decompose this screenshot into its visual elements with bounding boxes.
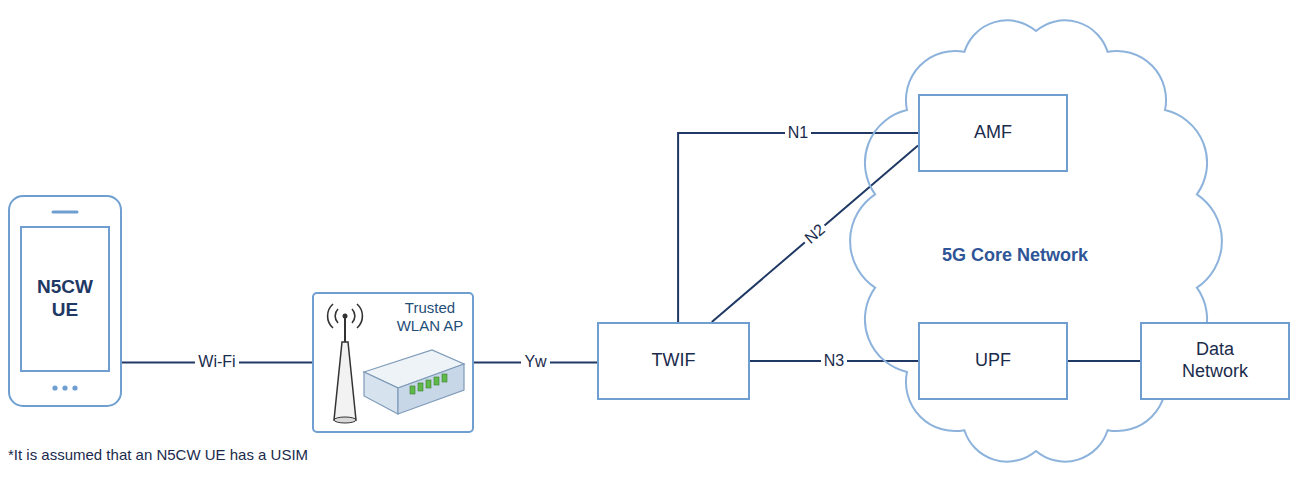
node-text: AMF (974, 122, 1012, 144)
node-text: TWIF (652, 350, 696, 372)
node-text: Trusted WLAN AP (390, 299, 470, 335)
node-text: UPF (975, 350, 1011, 372)
node-text: N5CW UE (22, 228, 108, 370)
process-box: Data Network (1140, 322, 1290, 400)
process-box: UPF (918, 322, 1068, 400)
interface-label: Wi-Fi (195, 353, 238, 371)
access-point-box: Trusted WLAN AP (312, 292, 474, 433)
interface-label: Yw (521, 353, 549, 371)
interface-label: N3 (821, 352, 847, 370)
node-text: Data Network (1173, 339, 1257, 382)
footnote: *It is assumed that an N5CW UE has a USI… (8, 446, 308, 463)
connector-line (712, 146, 918, 323)
connector-line (1068, 360, 1140, 362)
core-network-cloud: 5G Core Network AMF UPF (845, 4, 1227, 478)
process-box: TWIF (597, 322, 750, 400)
ue-phone: N5CW UE (8, 195, 122, 407)
node-text: 5G Core Network (915, 245, 1115, 267)
interface-label: N1 (785, 124, 811, 142)
cloud-outline (845, 4, 1227, 478)
process-box: AMF (918, 94, 1068, 172)
connector-line (678, 133, 918, 322)
